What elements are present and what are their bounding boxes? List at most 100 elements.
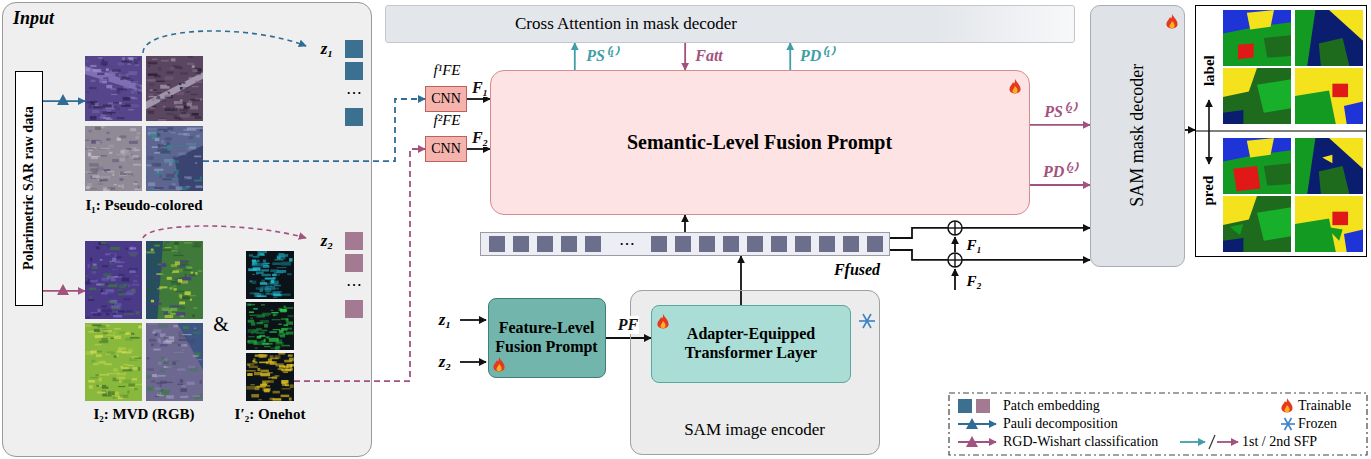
image-speckle: [147, 375, 151, 379]
image-speckle: [107, 391, 112, 395]
image-speckle: [123, 85, 129, 89]
image-speckle: [97, 391, 105, 393]
image-speckle: [184, 129, 189, 131]
image-speckle: [192, 65, 195, 69]
image-speckle: [170, 132, 176, 133]
image-speckle: [184, 106, 187, 109]
image-speckle: [100, 288, 103, 291]
image-speckle: [194, 242, 202, 244]
segmentation-maps: [1223, 10, 1363, 252]
image-speckle: [172, 270, 179, 273]
image-speckle: [113, 304, 117, 308]
image-speckle: [129, 104, 139, 107]
image-speckle: [252, 274, 255, 275]
image-speckle: [147, 357, 150, 359]
image-speckle: [253, 358, 255, 362]
text-slot: ⋯: [340, 274, 368, 296]
map-region: [1223, 22, 1291, 66]
image-speckle: [261, 266, 263, 268]
image-speckle: [180, 260, 189, 262]
node-illustration: [1196, 6, 1368, 258]
image-speckle: [166, 340, 174, 342]
image-speckle: [161, 307, 169, 310]
image-speckle: [121, 380, 130, 384]
image-speckle: [148, 73, 158, 76]
image-speckle: [111, 187, 115, 190]
image-speckle: [264, 346, 271, 347]
image-speckle: [154, 152, 160, 154]
image-tile: [85, 323, 142, 401]
image-speckle: [196, 72, 201, 75]
text-slot: Patch embedding: [1003, 396, 1100, 416]
image-speckle: [109, 152, 112, 154]
image-speckle: [171, 58, 176, 61]
image-speckle: [85, 281, 91, 285]
image-speckle: [102, 265, 108, 267]
image-speckle: [151, 343, 157, 345]
drawing-part: [1281, 398, 1292, 412]
image-speckle: [287, 273, 291, 275]
image-speckle: [86, 351, 93, 355]
image-speckle: [158, 339, 161, 342]
image-speckle: [180, 307, 185, 309]
image-speckle: [153, 349, 160, 351]
image-speckle: [190, 106, 198, 110]
image-speckle: [269, 331, 276, 332]
drawing-part: [1281, 423, 1295, 425]
map-region: [1326, 227, 1343, 241]
image-speckle: [119, 285, 126, 289]
image-speckle: [157, 392, 164, 396]
image-speckle: [175, 278, 182, 280]
image-speckle: [160, 384, 162, 387]
image-speckle: [190, 299, 192, 301]
image-speckle: [178, 153, 186, 156]
image-speckle: [116, 377, 125, 380]
image-speckle: [196, 185, 203, 188]
image-speckle: [266, 291, 269, 294]
image-speckle: [113, 378, 119, 381]
image-speckle: [172, 283, 176, 287]
edge-label: PS⁽¹⁾: [585, 47, 618, 65]
text-slot: Semantic-Level Fusion Prompt: [511, 71, 1008, 213]
image-speckle: [118, 311, 125, 313]
image-speckle: [122, 278, 130, 282]
text-slot: Pauli decomposition: [1003, 414, 1118, 434]
legend-triangle: [966, 418, 978, 429]
image-speckle: [170, 305, 179, 307]
image-speckle: [286, 332, 294, 335]
image-speckle: [97, 325, 106, 328]
image-speckle: [117, 88, 127, 91]
image-speckle: [271, 294, 276, 296]
image-speckle: [111, 94, 117, 95]
image-speckle: [127, 391, 130, 394]
drawing-part: [1009, 79, 1020, 93]
flow-arrow: [789, 43, 791, 70]
drawing-part: [863, 314, 871, 328]
image-speckle: [147, 156, 153, 160]
image-speckle: [151, 157, 153, 158]
image-speckle: [180, 313, 184, 316]
image-speckle: [192, 314, 195, 317]
image-speckle: [180, 99, 183, 101]
image-speckle: [167, 277, 172, 280]
image-speckle: [250, 292, 259, 294]
image-speckle: [161, 162, 170, 163]
image-speckle: [90, 116, 96, 120]
token-square: [747, 236, 763, 252]
image-speckle: [188, 56, 193, 58]
image-speckle: [103, 331, 108, 334]
image-speckle: [165, 382, 173, 383]
image-speckle: [268, 359, 272, 363]
image-speckle: [186, 146, 195, 150]
image-speckle: [85, 148, 94, 150]
image-speckle: [165, 109, 174, 110]
image-speckle: [162, 263, 166, 267]
image-speckle: [262, 343, 269, 346]
image-speckle: [162, 178, 171, 180]
image-speckle: [250, 384, 254, 385]
image-speckle: [152, 244, 160, 246]
image-speckle: [247, 364, 250, 366]
image-speckle: [256, 322, 263, 324]
image-speckle: [248, 304, 255, 305]
